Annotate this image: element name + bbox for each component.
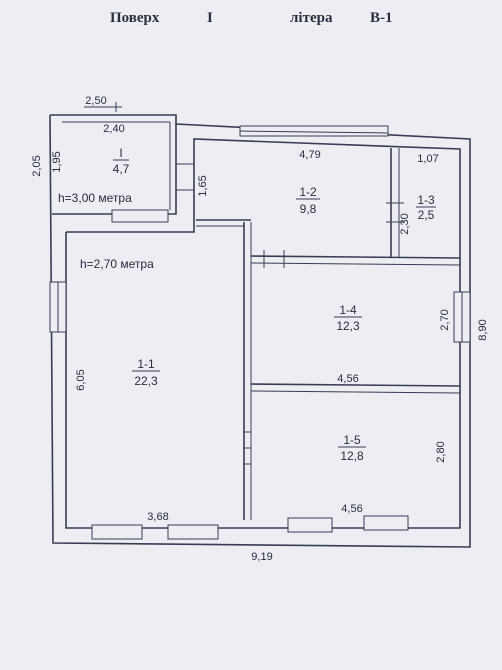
inner-perimeter bbox=[65, 138, 461, 529]
dim-room-14-width: 4,56 bbox=[337, 373, 358, 385]
dim-total-height: 8,90 bbox=[477, 319, 489, 340]
litera-label: літера bbox=[290, 10, 333, 26]
dim-partition-v: 1,65 bbox=[197, 175, 209, 196]
plan-header: Поверх I літера В-1 bbox=[0, 8, 502, 38]
height-upper-left: h=3,00 метра bbox=[58, 191, 132, 205]
room-1-3-area: 2,5 bbox=[418, 208, 435, 222]
dim-left-inner: 1,95 bbox=[51, 151, 63, 172]
dim-room-14-height: 2,70 bbox=[439, 309, 451, 330]
window-bottom-far bbox=[363, 515, 409, 531]
dim-room-15-height: 2,80 bbox=[435, 441, 447, 462]
window-bottom-left bbox=[91, 524, 143, 540]
dim-room-13-height: 2,30 bbox=[399, 213, 411, 234]
dim-room-11-width: 3,68 bbox=[147, 511, 168, 523]
floor-number: I bbox=[207, 10, 213, 26]
floor-label: Поверх bbox=[110, 10, 160, 26]
partition-12-14 bbox=[250, 255, 461, 259]
room-1-4-id: 1-4 bbox=[339, 303, 357, 317]
room-1-5-area: 12,8 bbox=[340, 449, 364, 463]
dim-total-width: 9,19 bbox=[251, 551, 272, 563]
dim-room-15-width: 4,56 bbox=[341, 503, 362, 515]
partition-14-15-inner bbox=[250, 390, 461, 394]
room-i-area: 4,7 bbox=[113, 162, 130, 176]
litera-value: В-1 bbox=[370, 10, 393, 26]
room-1-4-area: 12,3 bbox=[336, 319, 360, 333]
dim-room-13-width: 1,07 bbox=[417, 153, 438, 165]
partition-14-15 bbox=[250, 383, 461, 387]
window-room-i bbox=[111, 209, 169, 223]
partition-12-14-inner bbox=[250, 262, 461, 266]
dim-top-outer: 2,50 bbox=[85, 95, 106, 107]
room-1-2-id: 1-2 bbox=[299, 185, 317, 199]
room-1-1-id: 1-1 bbox=[137, 357, 155, 371]
window-bottom-right bbox=[287, 517, 333, 533]
dim-left-outer: 2,05 bbox=[31, 155, 43, 176]
dim-room-11-height: 6,05 bbox=[75, 369, 87, 390]
room-1-3-id: 1-3 bbox=[417, 193, 435, 207]
room-i-id: I bbox=[119, 146, 122, 160]
room-i-walls bbox=[52, 124, 177, 215]
room-1-5-id: 1-5 bbox=[343, 433, 361, 447]
room-1-2-area: 9,8 bbox=[300, 202, 317, 216]
dim-room-12-width: 4,79 bbox=[299, 149, 320, 161]
dim-top-inner: 2,40 bbox=[103, 123, 124, 135]
outer-wall bbox=[49, 114, 471, 548]
height-main: h=2,70 метра bbox=[80, 257, 154, 271]
window-bottom-mid bbox=[167, 524, 219, 540]
room-1-1-area: 22,3 bbox=[134, 374, 158, 388]
